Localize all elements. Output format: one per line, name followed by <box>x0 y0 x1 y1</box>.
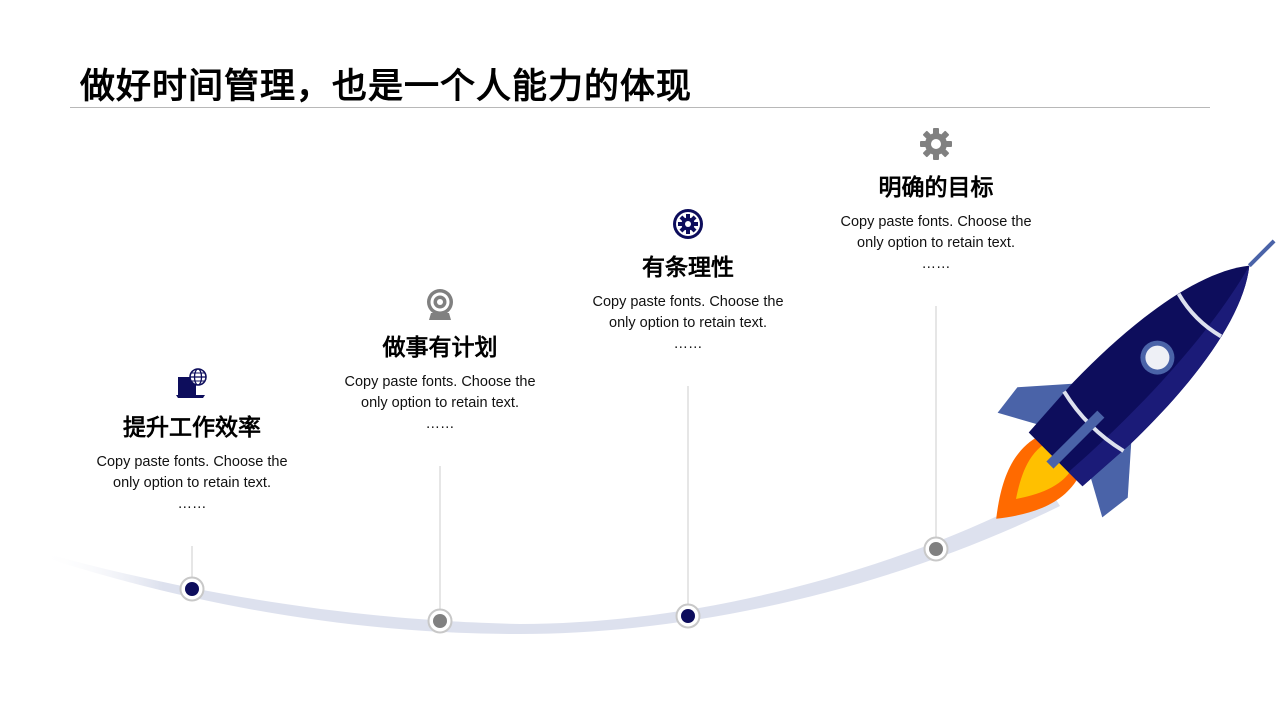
rocket-wing-left <box>997 383 1084 426</box>
rocket-illustration <box>996 239 1276 519</box>
step-heading: 有条理性 <box>642 255 734 281</box>
step-description: Copy paste fonts. Choose the only option… <box>592 294 784 352</box>
step-heading: 明确的目标 <box>878 175 994 201</box>
gear-icon <box>816 126 1056 162</box>
timeline-dot-3 <box>675 603 701 629</box>
step-heading: 做事有计划 <box>382 335 498 361</box>
title-divider <box>70 107 1210 108</box>
step-description: Copy paste fonts. Choose the only option… <box>840 214 1032 272</box>
step-3: 有条理性 Copy paste fonts. Choose the only o… <box>568 206 808 355</box>
target-icon <box>320 286 560 322</box>
laptop-globe-icon <box>72 366 312 402</box>
step-description: Copy paste fonts. Choose the only option… <box>344 374 536 432</box>
step-4: 明确的目标 Copy paste fonts. Choose the only … <box>816 126 1056 275</box>
gear-cycle-icon <box>568 206 808 242</box>
rocket-wing-right <box>1089 431 1132 518</box>
step-1: 提升工作效率 Copy paste fonts. Choose the only… <box>72 366 312 515</box>
page-title: 做好时间管理，也是一个人能力的体现 <box>80 67 693 107</box>
step-2: 做事有计划 Copy paste fonts. Choose the only … <box>320 286 560 435</box>
step-heading: 提升工作效率 <box>123 415 261 441</box>
timeline-dot-4 <box>923 536 949 562</box>
step-description: Copy paste fonts. Choose the only option… <box>96 454 288 512</box>
timeline-dot-2 <box>427 608 453 634</box>
timeline-dot-1 <box>179 576 205 602</box>
